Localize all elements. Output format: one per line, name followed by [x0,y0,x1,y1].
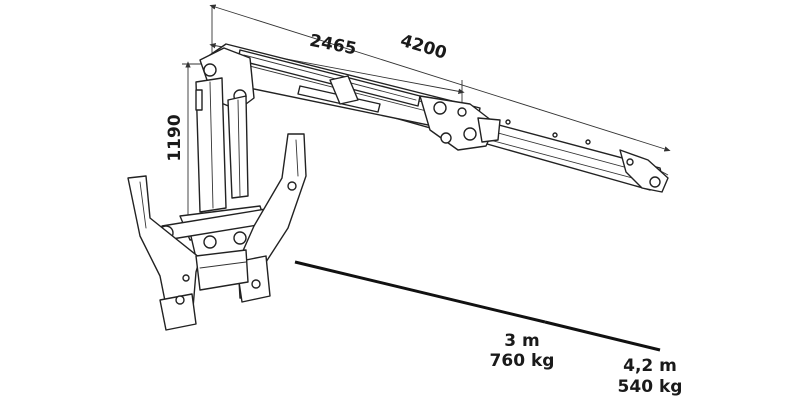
crane-illustration [127,43,669,331]
capacity-load-2: 540 kg [618,377,683,397]
column-height-label: 1190 [165,114,185,161]
inner-boom-label: 2465 [308,31,358,60]
capacity-reach-2: 4,2 m [623,356,677,376]
capacity-reach-1: 3 m [504,331,539,351]
capacity-load-1: 760 kg [490,351,555,371]
total-reach-label: 4200 [398,31,449,64]
